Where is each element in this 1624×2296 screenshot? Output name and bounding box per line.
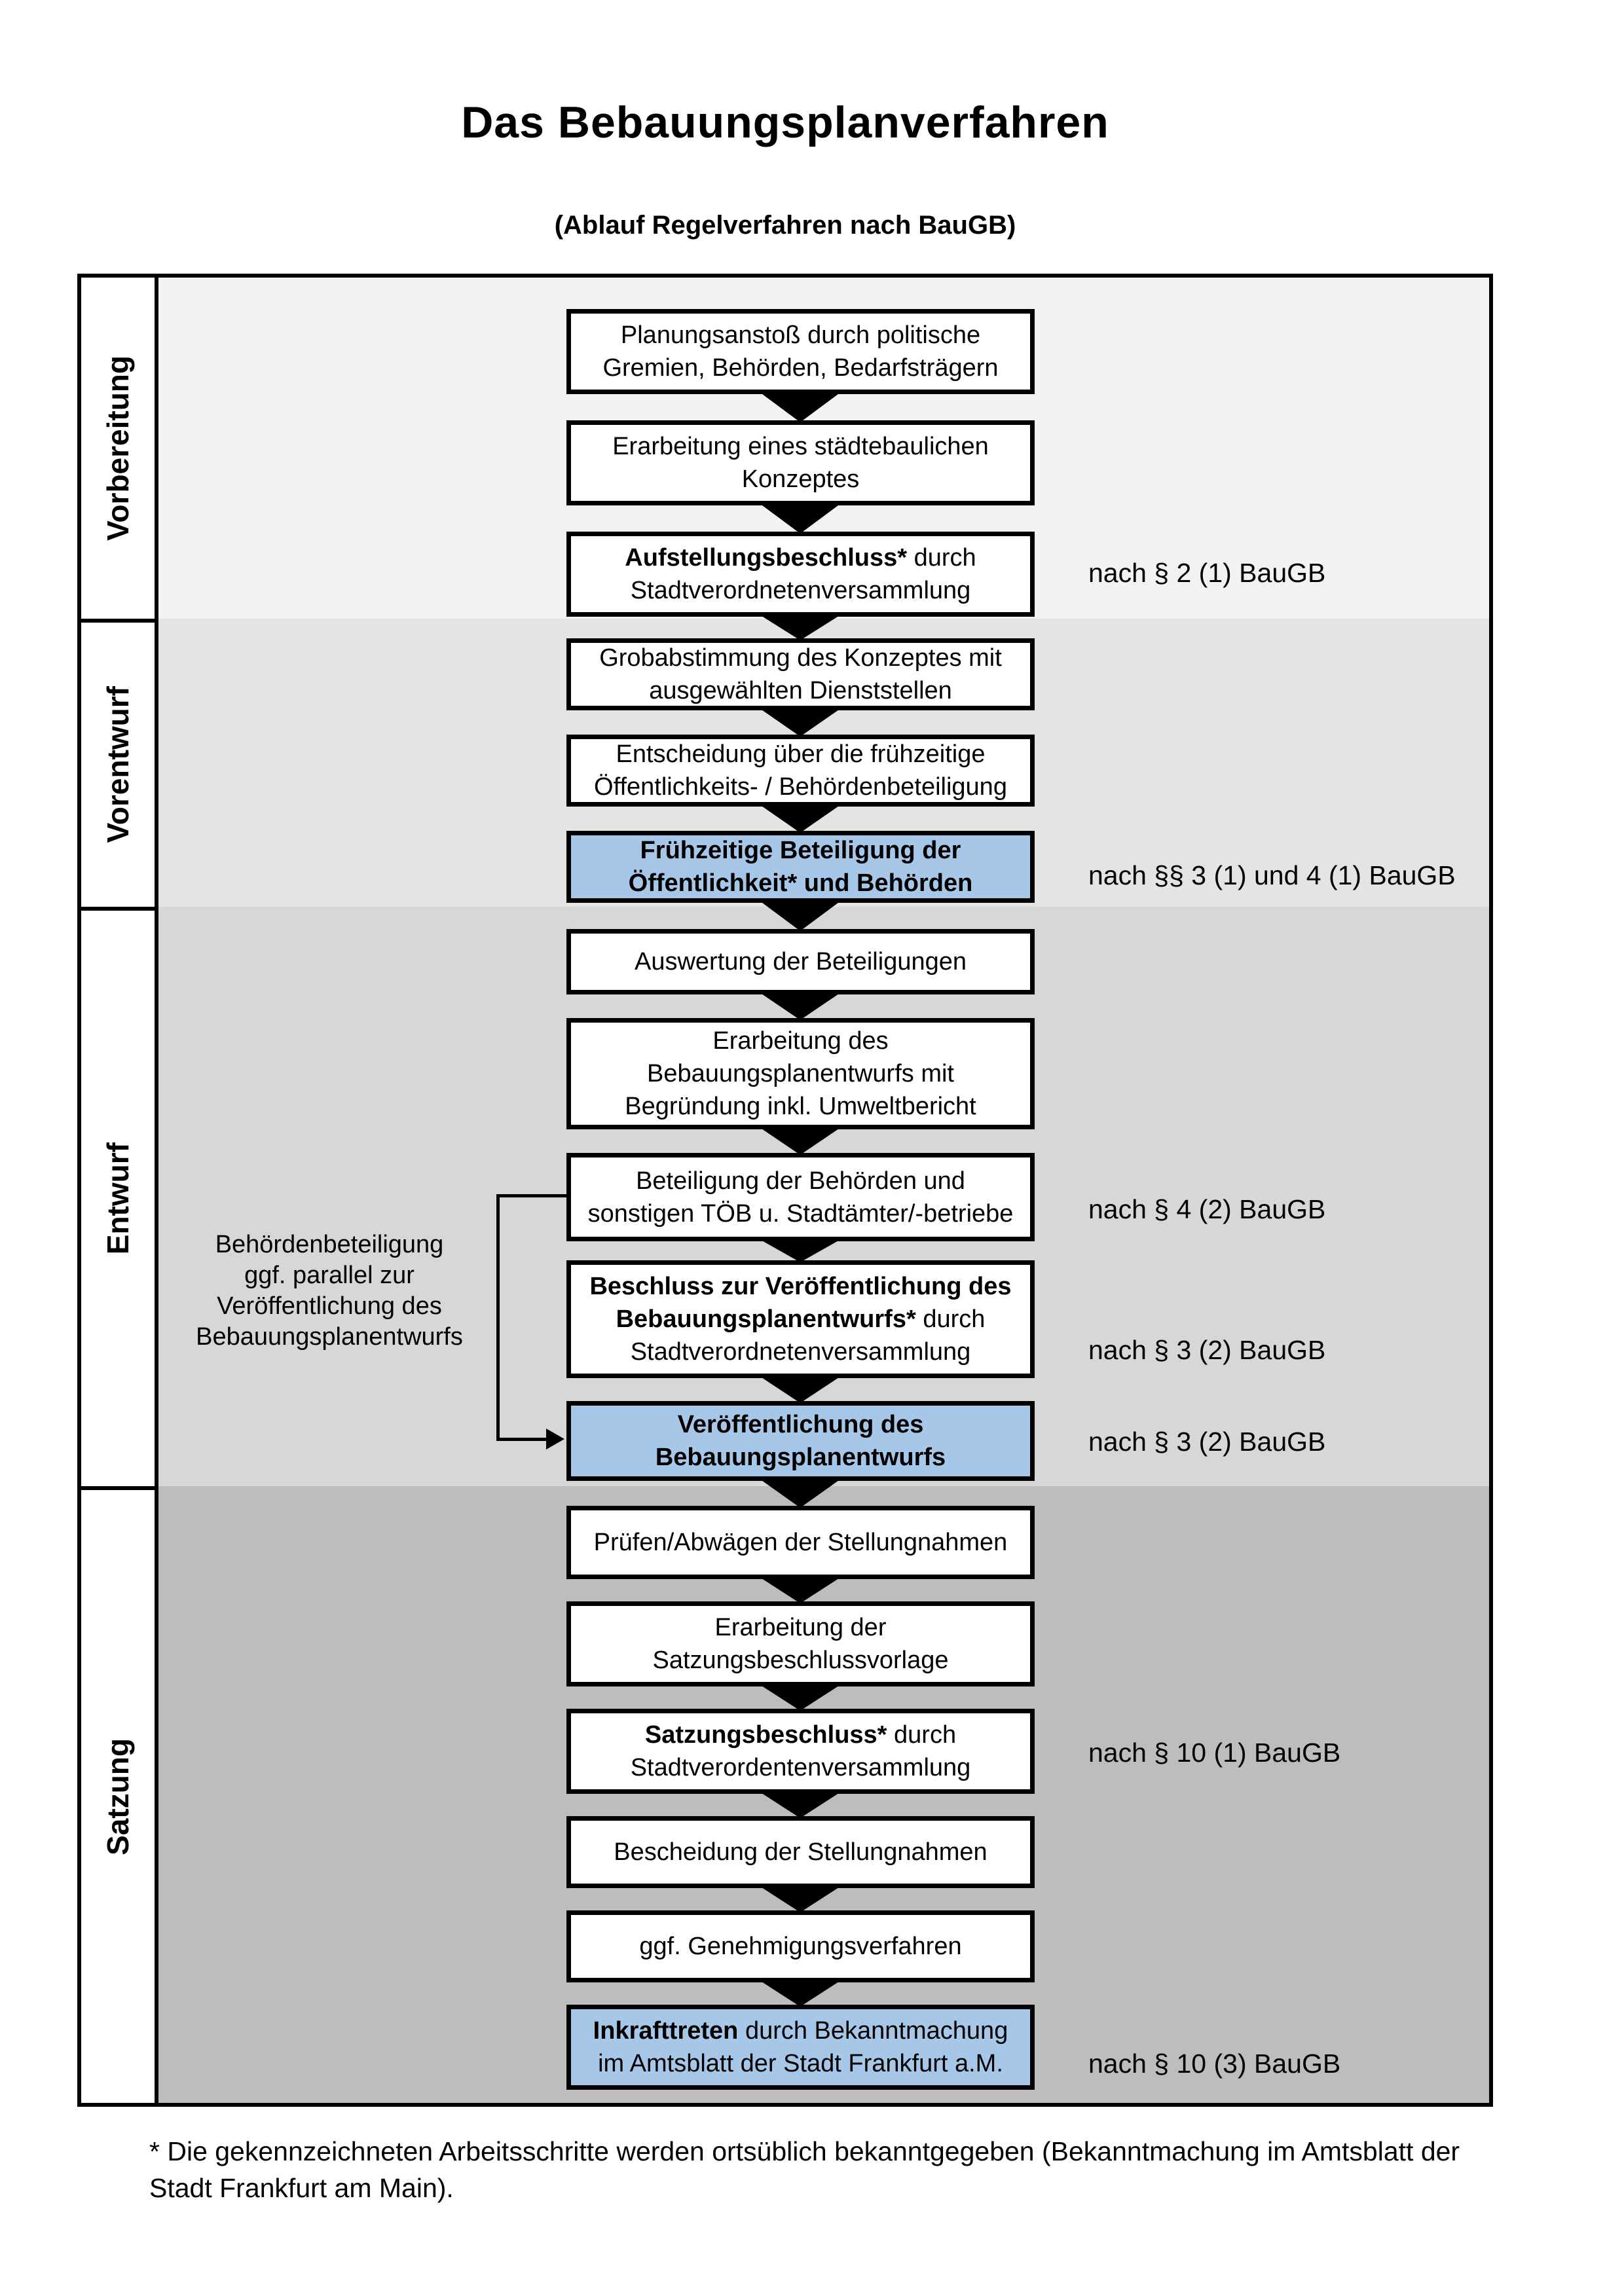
- flow-arrow-down-icon: [760, 615, 841, 640]
- parallel-connector-horizontal-bottom: [496, 1438, 549, 1441]
- flow-box-line: Bebauungsplanentwurfs: [655, 1444, 946, 1471]
- flow-arrow-down-icon: [760, 1980, 841, 2007]
- flow-box-line: Frühzeitige Beteiligung der: [640, 837, 961, 864]
- phase-label-cell-vorbereitung: Vorbereitung: [81, 278, 155, 623]
- flow-box-line: Erarbeitung der: [714, 1614, 887, 1641]
- flow-arrow-down-icon: [760, 1685, 841, 1711]
- flow-box-beteiligung-behoerden: Beteiligung der Behörden und sonstigen TÖ…: [566, 1153, 1035, 1241]
- legal-reference-fruehzeitige-beteiligung: nach §§ 3 (1) und 4 (1) BauGB: [1088, 860, 1456, 890]
- flow-box-line: Stadtverordentenversammlung: [630, 1754, 971, 1781]
- flow-box-line: ggf. Genehmigungsverfahren: [639, 1933, 962, 1960]
- flow-box-line: im Amtsblatt der Stadt Frankfurt a.M.: [598, 2050, 1003, 2077]
- flow-box-line: Erarbeitung des: [712, 1027, 889, 1055]
- flow-box-line: Gremien, Behörden, Bedarfsträgern: [602, 354, 999, 382]
- flow-arrow-down-icon: [760, 1792, 841, 1818]
- phase-label-column: Vorbereitung Vorentwurf Entwurf Satzung: [77, 274, 158, 2107]
- flow-box-line: Prüfen/Abwägen der Stellungnahmen: [593, 1529, 1008, 1556]
- phase-label-vorentwurf: Vorentwurf: [101, 686, 135, 843]
- flow-box-grobabstimmung: Grobabstimmung des Konzeptes mit ausgewäh…: [566, 638, 1035, 710]
- flow-box-line: Öffentlichkeit* und Behörden: [628, 869, 973, 897]
- flow-box-line: Inkrafttreten durch Bekanntmachung: [593, 2017, 1008, 2045]
- flow-arrow-down-icon: [760, 1376, 841, 1403]
- flow-box-line: sonstigen TÖB u. Stadtämter/-betriebe: [587, 1199, 1014, 1228]
- phase-label-vorbereitung: Vorbereitung: [101, 355, 135, 541]
- legal-reference-beschluss-veroeffentlichung: nach § 3 (2) BauGB: [1088, 1335, 1326, 1365]
- flow-box-line: Entscheidung über die frühzeitige: [616, 740, 986, 768]
- flow-box-line: Bebauungsplanentwurfs* durch: [616, 1305, 986, 1333]
- flow-arrow-down-icon: [760, 1479, 841, 1508]
- flow-box-line: Veröffentlichung des: [677, 1411, 924, 1438]
- flow-arrow-down-icon: [760, 708, 841, 737]
- flow-arrow-down-icon: [760, 993, 841, 1020]
- flow-box-line: Konzeptes: [741, 465, 860, 493]
- flow-box-bescheidung: Bescheidung der Stellungnahmen: [566, 1816, 1035, 1888]
- flow-box-line: Beschluss zur Veröffentlichung des: [589, 1273, 1012, 1300]
- flow-box-line: Bebauungsplanentwurfs mit: [647, 1060, 954, 1087]
- legal-reference-aufstellungsbeschluss: nach § 2 (1) BauGB: [1088, 558, 1326, 588]
- flow-box-line: Planungsanstoß durch politische: [620, 321, 981, 349]
- flow-arrow-down-icon: [760, 1239, 841, 1262]
- page-title: Das Bebauungsplanverfahren: [461, 98, 1109, 147]
- phase-label-satzung: Satzung: [101, 1738, 135, 1855]
- flow-box-inkrafttreten: Inkrafttreten durch Bekanntmachung im Amt…: [566, 2005, 1035, 2090]
- legal-reference-veroeffentlichung: nach § 3 (2) BauGB: [1088, 1427, 1326, 1457]
- parallel-connector-vertical: [496, 1194, 500, 1441]
- parallel-connector-horizontal-top: [496, 1194, 566, 1197]
- flow-box-line: Begründung inkl. Umweltbericht: [625, 1093, 976, 1120]
- flow-box-line: Aufstellungsbeschluss* durch: [625, 544, 976, 572]
- flow-box-line: ausgewählten Dienststellen: [649, 677, 952, 704]
- flow-box-auswertung: Auswertung der Beteiligungen: [566, 929, 1035, 994]
- phase-label-entwurf: Entwurf: [101, 1142, 135, 1255]
- flow-box-line: Bescheidung der Stellungnahmen: [614, 1838, 987, 1866]
- side-note-parallel-procedure: Behördenbeteiligung ggf. parallel zur Ve…: [156, 1230, 503, 1353]
- footnote: * Die gekennzeichneten Arbeitsschritte w…: [149, 2136, 1460, 2203]
- phase-label-cell-vorentwurf: Vorentwurf: [81, 623, 155, 911]
- legal-reference-inkrafttreten: nach § 10 (3) BauGB: [1088, 2049, 1341, 2079]
- flow-box-line: Satzungsbeschluss* durch: [644, 1721, 957, 1749]
- flow-box-genehmigungsverfahren: ggf. Genehmigungsverfahren: [566, 1910, 1035, 1982]
- legal-reference-beteiligung-behoerden: nach § 4 (2) BauGB: [1088, 1194, 1326, 1224]
- flow-box-line: Stadtverordnetenversammlung: [630, 577, 971, 604]
- legal-reference-satzungsbeschluss: nach § 10 (1) BauGB: [1088, 1738, 1341, 1768]
- page-subtitle: (Ablauf Regelverfahren nach BauGB): [554, 211, 1016, 240]
- flow-arrow-down-icon: [760, 392, 841, 422]
- flow-arrow-down-icon: [760, 1577, 841, 1603]
- flow-arrow-down-icon: [760, 901, 841, 931]
- flow-box-pruefen-abwaegen: Prüfen/Abwägen der Stellungnahmen: [566, 1506, 1035, 1579]
- flow-arrow-down-icon: [760, 1127, 841, 1155]
- flow-box-line: Erarbeitung eines städtebaulichen: [612, 433, 989, 460]
- flow-arrow-down-icon: [760, 805, 841, 833]
- flow-box-line: Öffentlichkeits- / Behördenbeteiligung: [594, 773, 1007, 801]
- flow-arrow-down-icon: [760, 503, 841, 534]
- side-note-line: Bebauungsplanentwurfs: [196, 1323, 463, 1351]
- phase-label-cell-satzung: Satzung: [81, 1490, 155, 2103]
- flow-box-line: Grobabstimmung des Konzeptes mit: [599, 644, 1002, 672]
- flow-box-line: Auswertung der Beteiligungen: [634, 948, 967, 975]
- flow-box-line: Beteiligung der Behörden und: [636, 1167, 965, 1195]
- flow-box-line: Stadtverordnetenversammlung: [630, 1338, 971, 1366]
- side-note-line: Veröffentlichung des: [217, 1292, 442, 1320]
- flow-arrow-down-icon: [760, 1886, 841, 1912]
- parallel-connector-arrowhead-icon: [546, 1429, 564, 1449]
- side-note-line: Behördenbeteiligung: [215, 1231, 444, 1258]
- phase-label-cell-entwurf: Entwurf: [81, 911, 155, 1490]
- side-note-line: ggf. parallel zur: [244, 1262, 415, 1289]
- flow-box-line: Satzungsbeschlussvorlage: [652, 1647, 949, 1674]
